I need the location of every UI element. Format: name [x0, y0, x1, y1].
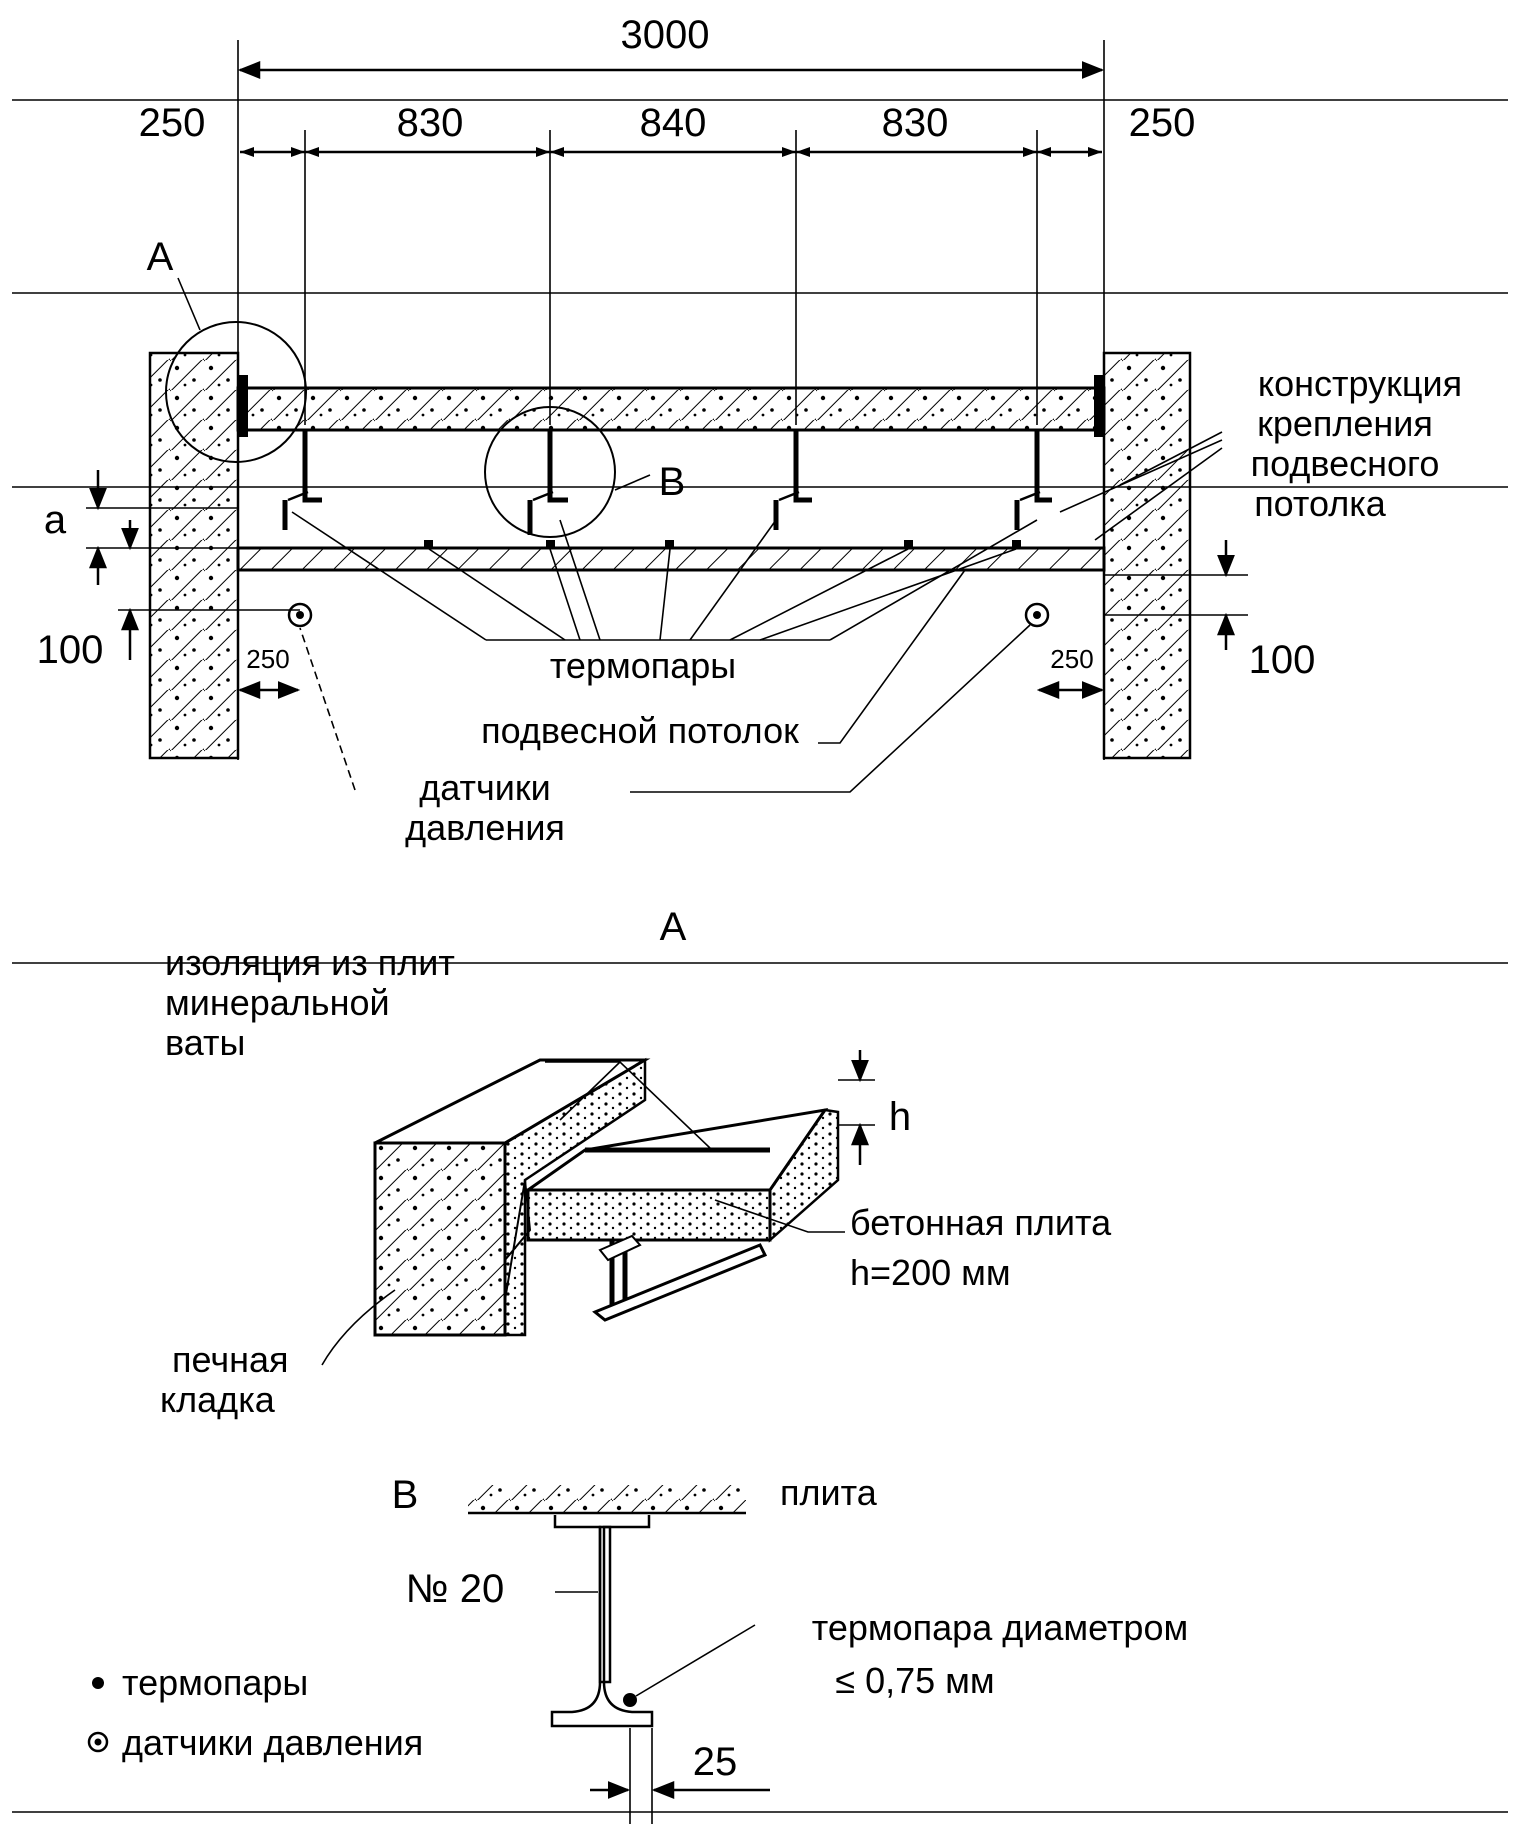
label-insulation-1: изоляция из плит	[165, 942, 455, 983]
callout-circle-b	[484, 406, 616, 538]
right-furnace-wall	[1102, 351, 1192, 760]
label-tc-1: термопара диаметром	[812, 1607, 1188, 1648]
dim-100-right: 100	[1249, 638, 1316, 682]
leader-pressure-left	[299, 627, 356, 791]
dim-span-1: 830	[397, 101, 464, 145]
main-section-view: 3000 250 830 840 830 250	[12, 13, 1508, 848]
insulation-right	[1094, 375, 1104, 437]
pressure-sensor-left	[287, 602, 313, 628]
label-tc-2: ≤ 0,75 мм	[835, 1660, 994, 1701]
slab-hatch	[468, 1485, 746, 1513]
dim-250-left-bottom: 250	[246, 644, 289, 674]
label-mount-3: подвесного	[1251, 443, 1440, 484]
legend: термопары датчики давления	[87, 1662, 423, 1763]
insulation-left	[238, 375, 248, 437]
thermocouple-leaders	[291, 511, 1038, 641]
dim-25: 25	[693, 1740, 738, 1784]
detail-a: A изоляция из плит минеральной ваты h бе…	[12, 905, 1508, 1420]
dim-left-offset: 250	[139, 101, 206, 145]
left-furnace-wall	[148, 351, 240, 760]
label-suspended-ceiling: подвесной потолок	[481, 710, 799, 751]
dim-total-label: 3000	[621, 13, 710, 57]
callout-circle-a	[165, 321, 307, 463]
suspended-ceiling	[236, 546, 1106, 572]
label-slab-1: бетонная плита	[850, 1202, 1112, 1243]
detail-b: B плита № 20 термопара диаметром ≤ 0,75 …	[12, 1472, 1508, 1824]
leader-pressure-right	[630, 624, 1031, 793]
dim-span-2: 840	[640, 101, 707, 145]
label-pressure-sensors-2: давления	[405, 807, 565, 848]
dim-100-left: 100	[37, 628, 104, 672]
label-mount-2: крепления	[1257, 403, 1433, 444]
leader-slab	[714, 1199, 845, 1233]
steel-i-beam	[592, 1234, 768, 1322]
label-thermocouples: термопары	[550, 645, 736, 686]
leader-suspended-ceiling	[818, 569, 966, 744]
dim-span-3: 830	[882, 101, 949, 145]
callout-a-label: A	[147, 235, 174, 279]
dim-a-label: a	[44, 498, 67, 542]
leader-masonry	[321, 1289, 396, 1366]
label-h: h	[889, 1095, 911, 1139]
slab-front-face	[526, 1188, 772, 1242]
label-mount-1: конструкция	[1258, 363, 1462, 404]
leader-mount-3	[1094, 447, 1223, 541]
label-mount-4: потолка	[1254, 483, 1387, 524]
legend-thermocouples: термопары	[122, 1662, 308, 1703]
detail-a-title: A	[660, 905, 687, 949]
detail-b-title: B	[392, 1473, 419, 1517]
legend-pressure-sensors: датчики давления	[122, 1722, 423, 1763]
thermocouple-point-b	[623, 1693, 637, 1707]
leader-thermocouple-b	[635, 1624, 756, 1697]
leader-mount-2	[1059, 439, 1223, 513]
leader-mount-1	[1119, 431, 1223, 486]
hanger-brackets	[282, 430, 1052, 535]
legend-thermocouple-symbol	[92, 1677, 104, 1689]
slab-side-face	[768, 1108, 840, 1243]
label-insulation-2: минеральной	[165, 982, 390, 1023]
beam-section	[550, 1515, 654, 1728]
label-insulation-3: ваты	[165, 1022, 245, 1063]
label-slab: плита	[780, 1472, 878, 1513]
label-beam: № 20	[406, 1567, 505, 1611]
label-masonry-2: кладка	[160, 1379, 276, 1420]
callout-b-label: B	[659, 460, 686, 504]
dim-right-offset: 250	[1129, 101, 1196, 145]
label-pressure-sensors-1: датчики	[419, 767, 550, 808]
pressure-sensor-right	[1024, 602, 1050, 628]
masonry-front-face	[373, 1141, 507, 1337]
concrete-slab	[236, 386, 1106, 432]
label-slab-2: h=200 мм	[850, 1252, 1011, 1293]
thermocouple-points	[424, 540, 1021, 549]
legend-pressure-sensor-symbol	[87, 1731, 109, 1753]
label-masonry-1: печная	[172, 1339, 288, 1380]
dim-250-right-bottom: 250	[1050, 644, 1093, 674]
